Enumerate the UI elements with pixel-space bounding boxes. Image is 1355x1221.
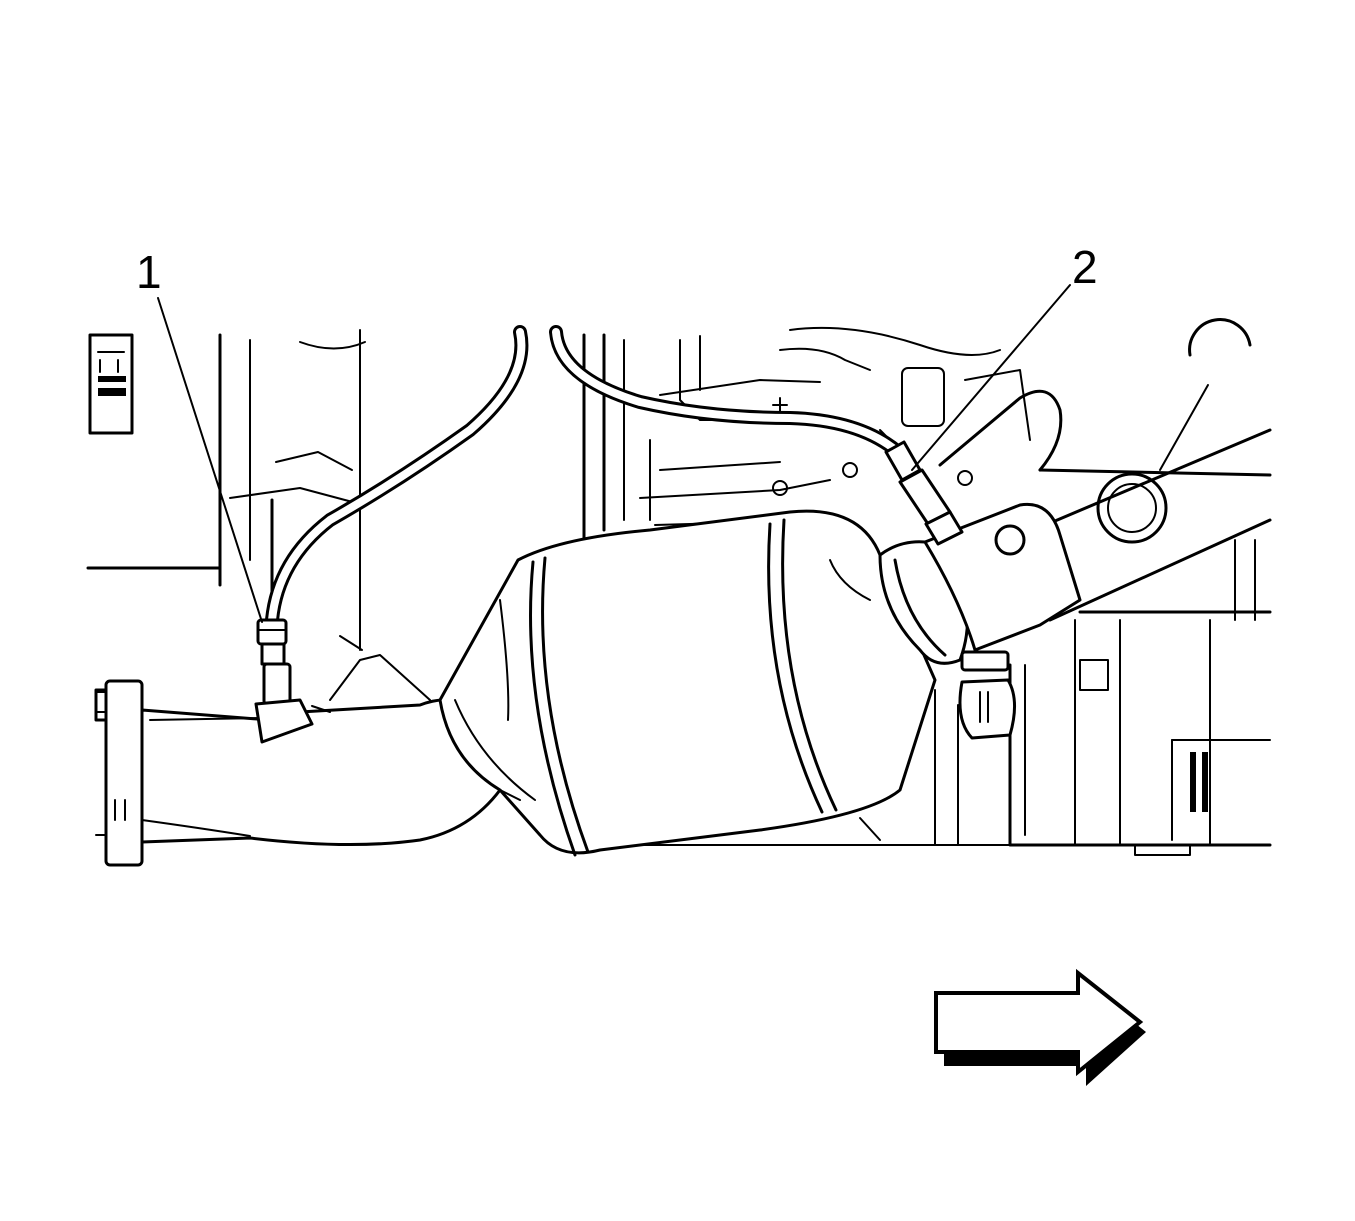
upstream-oxygen-sensor	[254, 618, 331, 744]
callout-1: 1	[136, 246, 263, 623]
callout-label-1: 1	[136, 246, 162, 298]
leader-line-2	[911, 284, 1071, 471]
callout-2: 2	[911, 241, 1098, 471]
sensor-wiring	[265, 325, 905, 627]
exhaust-outlet-flange	[878, 502, 1082, 740]
vehicle-underbody-structure	[86, 318, 1272, 856]
catalytic-converter	[438, 509, 937, 857]
downstream-oxygen-sensor	[884, 440, 964, 546]
arrow-right-icon	[934, 968, 1146, 1086]
leader-line-1	[157, 297, 263, 623]
callout-label-2: 2	[1072, 241, 1098, 293]
